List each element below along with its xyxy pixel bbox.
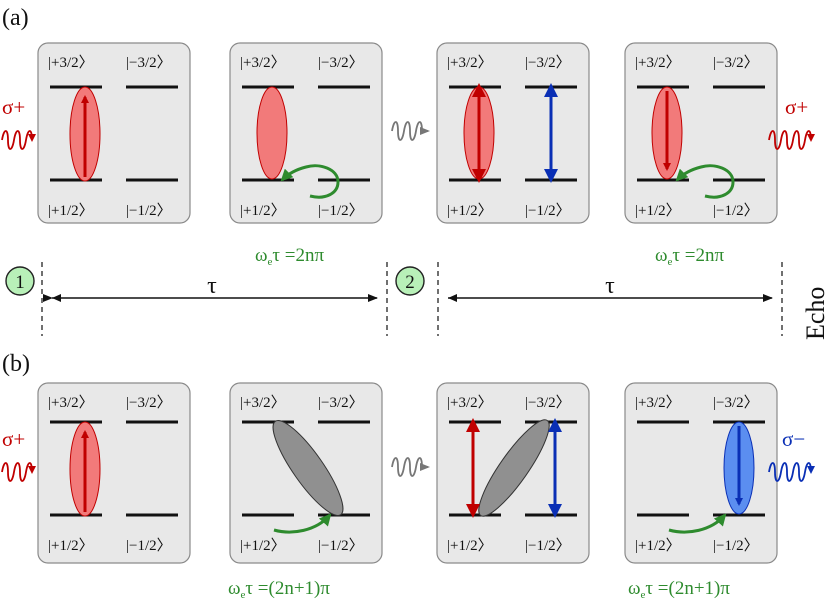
ket-plus-one-half: |+1/2〉 [635,537,681,554]
level-box-b4: |+3/2〉 |−3/2〉 |+1/2〉 |−1/2〉 [624,382,778,564]
incident-photon-a: σ+ [1,95,36,150]
ket-minus-one-half: |−1/2〉 [126,537,172,554]
ket-plus-three-half: |+3/2〉 [447,54,493,71]
ket-plus-three-half: |+3/2〉 [635,394,681,411]
level-box-a1: |+3/2〉 |−3/2〉 |+1/2〉 |−1/2〉 [37,42,191,224]
condition-b-left: ωeτ =(2n+1)π [228,578,330,601]
ket-minus-three-half: |−3/2〉 [318,54,364,71]
level-box-a2: |+3/2〉 |−3/2〉 |+1/2〉 |−1/2〉 [229,42,383,224]
ket-minus-one-half: |−1/2〉 [713,537,759,554]
ket-plus-one-half: |+1/2〉 [447,537,493,554]
ket-plus-one-half: |+1/2〉 [240,537,286,554]
ket-minus-three-half: |−3/2〉 [126,394,172,411]
ket-plus-three-half: |+3/2〉 [48,394,94,411]
polarization-label: σ− [782,427,805,451]
pulse-marker-2 [395,266,425,296]
level-box-b2: |+3/2〉 |−3/2〉 |+1/2〉 |−1/2〉 [229,382,383,564]
pulse-marker-1-label: 1 [15,272,25,293]
panel-label-a: (a) [2,5,29,31]
coherence-ellipse [256,86,288,180]
intermediate-photon-b [391,457,430,477]
ket-minus-three-half: |−3/2〉 [318,394,364,411]
condition-a-right: ωeτ =2nπ [655,245,725,268]
ket-minus-three-half: |−3/2〉 [713,54,759,71]
precession-arrow [280,164,340,199]
ket-plus-three-half: |+3/2〉 [240,54,286,71]
ket-plus-one-half: |+1/2〉 [48,537,94,554]
ket-plus-three-half: |+3/2〉 [447,394,493,411]
ket-minus-one-half: |−1/2〉 [318,202,364,219]
ket-minus-one-half: |−1/2〉 [318,537,364,554]
panel-label-b: (b) [2,351,30,377]
coherence-ellipse [478,419,550,517]
ket-plus-one-half: |+1/2〉 [447,202,493,219]
delay-label-1: τ [207,273,217,299]
polarization-label: σ+ [2,427,25,451]
ket-minus-three-half: |−3/2〉 [525,54,571,71]
ket-plus-three-half: |+3/2〉 [48,54,94,71]
polarization-label: σ+ [2,95,25,119]
ket-minus-three-half: |−3/2〉 [525,394,571,411]
ket-plus-one-half: |+1/2〉 [635,202,681,219]
ket-plus-three-half: |+3/2〉 [240,394,286,411]
echo-photon-b: σ− [768,427,815,482]
delay-label-2: τ [605,273,615,299]
ket-plus-three-half: |+3/2〉 [635,54,681,71]
ket-minus-one-half: |−1/2〉 [525,537,571,554]
ket-minus-three-half: |−3/2〉 [713,394,759,411]
echo-photon-a: σ+ [768,95,815,150]
ket-plus-one-half: |+1/2〉 [240,202,286,219]
level-box-a3: |+3/2〉 |−3/2〉 |+1/2〉 |−1/2〉 [436,42,590,224]
polarization-label: σ+ [785,95,808,119]
level-box-b1: |+3/2〉 |−3/2〉 |+1/2〉 |−1/2〉 [37,382,191,564]
ket-minus-one-half: |−1/2〉 [525,202,571,219]
ket-plus-one-half: |+1/2〉 [48,202,94,219]
condition-a-left: ωeτ =2nπ [255,245,325,268]
ket-minus-one-half: |−1/2〉 [713,202,759,219]
ket-minus-three-half: |−3/2〉 [126,54,172,71]
level-box-a4: |+3/2〉 |−3/2〉 |+1/2〉 |−1/2〉 [624,42,778,224]
coherence-ellipse [272,420,344,516]
precession-arrow [273,513,332,534]
echo-label: Echo [801,287,829,340]
precession-arrow [675,164,735,199]
timeline: 1 2 τ τ Echo [5,262,829,340]
condition-b-right: ωeτ =(2n+1)π [628,578,730,601]
pulse-marker-1 [5,266,35,296]
level-box-b3: |+3/2〉 |−3/2〉 |+1/2〉 |−1/2〉 [436,382,590,564]
ket-minus-one-half: |−1/2〉 [126,202,172,219]
precession-arrow [668,513,727,534]
pulse-marker-2-label: 2 [405,272,415,293]
incident-photon-b: σ+ [1,427,36,482]
intermediate-photon-a [391,121,430,141]
